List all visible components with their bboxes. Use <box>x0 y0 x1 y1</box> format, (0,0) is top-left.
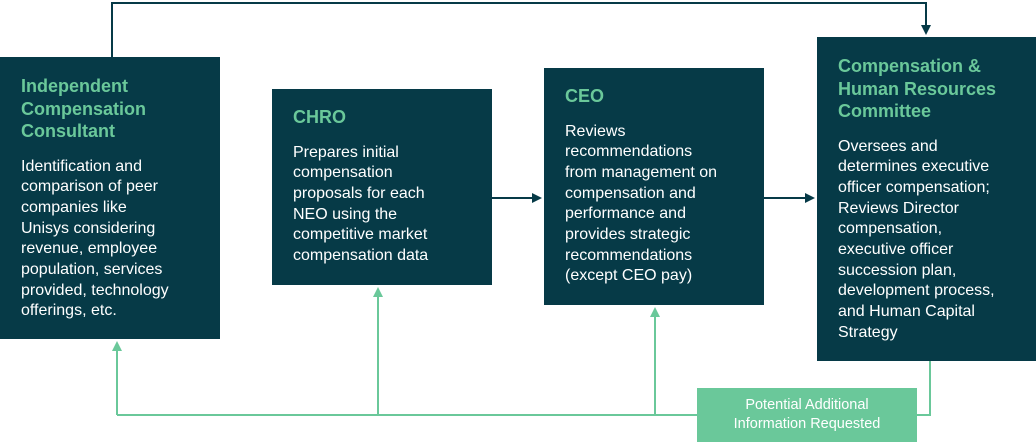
committee-description: Oversees and determines executive office… <box>838 137 995 341</box>
ceo-description: Reviews recommendations from management … <box>565 122 718 285</box>
feedback-line <box>117 361 931 416</box>
consultant-box: Independent Compensation Consultant Iden… <box>0 57 220 339</box>
chro-description: Prepares initial compensation proposals … <box>293 143 429 265</box>
chro-box: CHRO Prepares initial compensation propo… <box>272 89 492 285</box>
arrow-consultant-to-committee <box>111 2 931 57</box>
ceo-box: CEO Reviews recommendations from managem… <box>544 68 764 305</box>
ceo-title: CEO <box>565 86 605 106</box>
consultant-title: Independent Compensation Consultant <box>21 76 147 141</box>
committee-title: Compensation & Human Resources Committee <box>838 56 997 121</box>
consultant-description: Identification and comparison of peer co… <box>21 157 169 320</box>
feedback-label: Potential Additional Information Request… <box>697 388 917 442</box>
chro-title: CHRO <box>293 107 346 127</box>
committee-box: Compensation & Human Resources Committee… <box>817 37 1036 361</box>
